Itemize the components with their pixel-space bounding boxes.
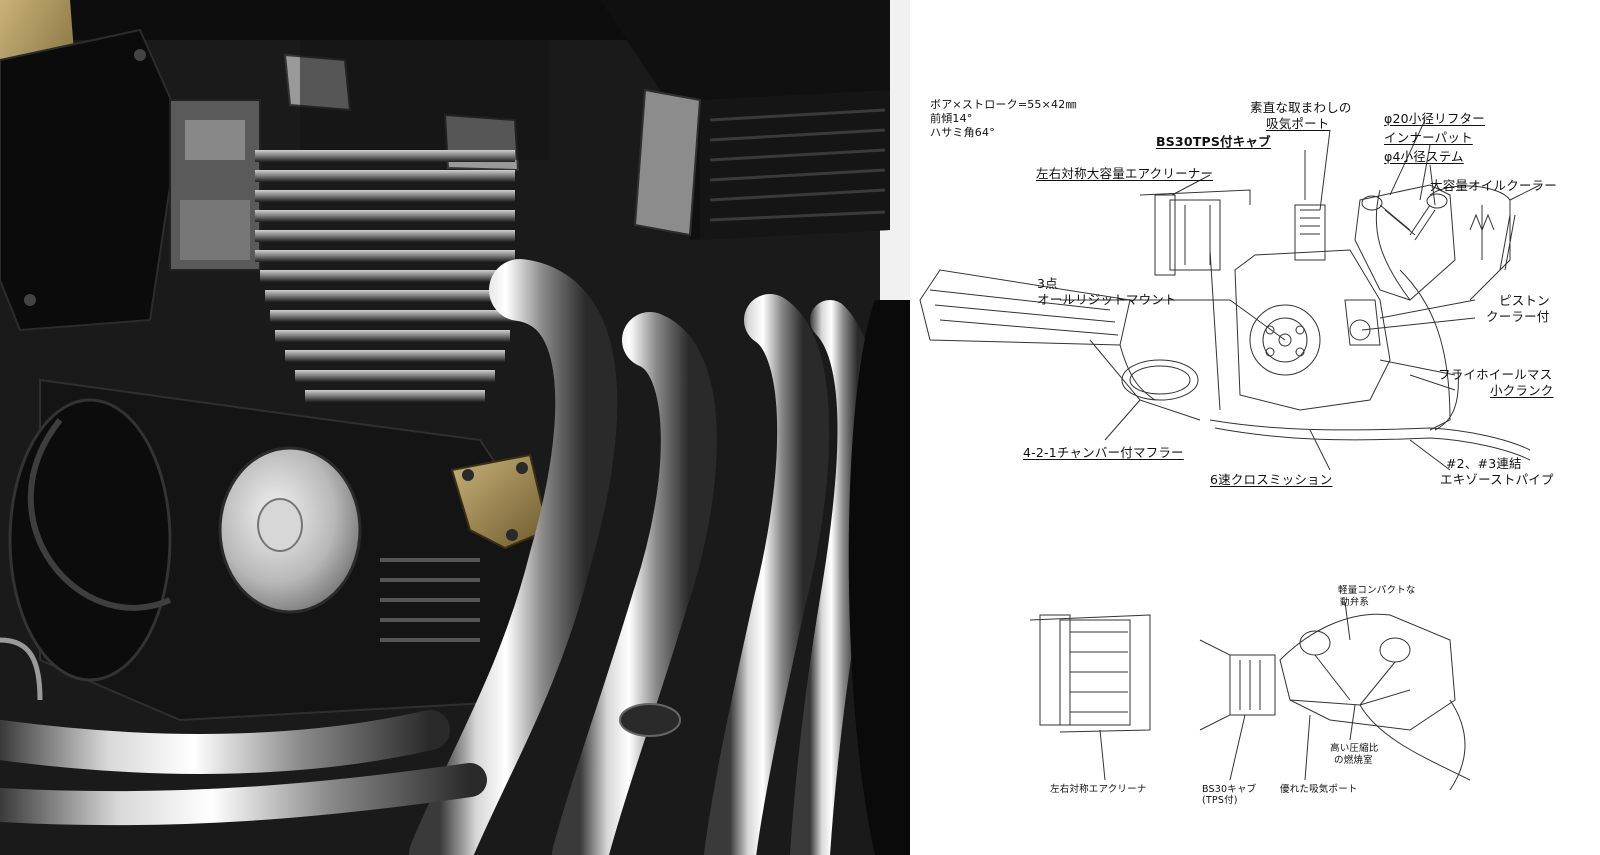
label-piston-2: クーラー付 bbox=[1486, 309, 1550, 324]
label-oil-cooler: 大容量オイルクーラー bbox=[1430, 178, 1558, 193]
label-intake-port-2: 吸気ポート bbox=[1266, 116, 1330, 131]
label-exhaust-2: エキゾーストパイプ bbox=[1440, 472, 1554, 487]
label-combustion-2: の燃焼室 bbox=[1334, 755, 1373, 766]
label-air-cleaner-lower: 左右対称エアクリーナ bbox=[1050, 784, 1147, 795]
label-intake-port-1: 素直な取まわしの bbox=[1250, 100, 1352, 115]
engine-cutaway-drawing bbox=[919, 119, 1541, 791]
label-flywheel-2: 小クランク bbox=[1490, 383, 1554, 398]
label-bs30-carb: BS30TPS付キャブ bbox=[1156, 134, 1271, 149]
label-inner-pad: インナーパット bbox=[1384, 130, 1473, 145]
spec-bore-stroke: ボア×ストローク=55×42㎜ bbox=[930, 98, 1077, 111]
spec-v-angle: ハサミ角64° bbox=[930, 126, 995, 139]
label-air-cleaner: 左右対称大容量エアクリーナー bbox=[1036, 166, 1214, 181]
label-mount-2: オールリジットマウント bbox=[1037, 292, 1177, 307]
spec-inclination: 前傾14° bbox=[930, 112, 973, 125]
label-small-stem: φ4小径ステム bbox=[1384, 149, 1464, 164]
label-mount-1: 3点 bbox=[1037, 276, 1058, 291]
label-piston-1: ピストン bbox=[1499, 293, 1550, 308]
engine-photo bbox=[0, 0, 910, 855]
label-valvetrain-1: 軽量コンパクトな bbox=[1338, 585, 1416, 596]
label-intake-port-lower: 優れた吸気ポート bbox=[1280, 784, 1358, 795]
label-valvetrain-2: 動弁系 bbox=[1340, 597, 1370, 608]
label-exhaust-1: #2、#3連結 bbox=[1446, 456, 1522, 471]
label-small-lifter: φ20小径リフター bbox=[1384, 111, 1485, 126]
label-carb-lower-1: BS30キャブ bbox=[1202, 784, 1257, 795]
label-carb-lower-2: (TPS付) bbox=[1202, 795, 1238, 806]
label-transmission: 6速クロスミッション bbox=[1210, 472, 1333, 487]
label-flywheel-1: フライホイールマス bbox=[1438, 367, 1553, 382]
label-muffler: 4-2-1チャンバー付マフラー bbox=[1023, 445, 1184, 460]
label-combustion-1: 高い圧縮比 bbox=[1330, 743, 1379, 754]
engine-diagram-panel: ボア×ストローク=55×42㎜ 前傾14° ハサミ角64° 素直な取まわしの 吸… bbox=[910, 0, 1600, 855]
